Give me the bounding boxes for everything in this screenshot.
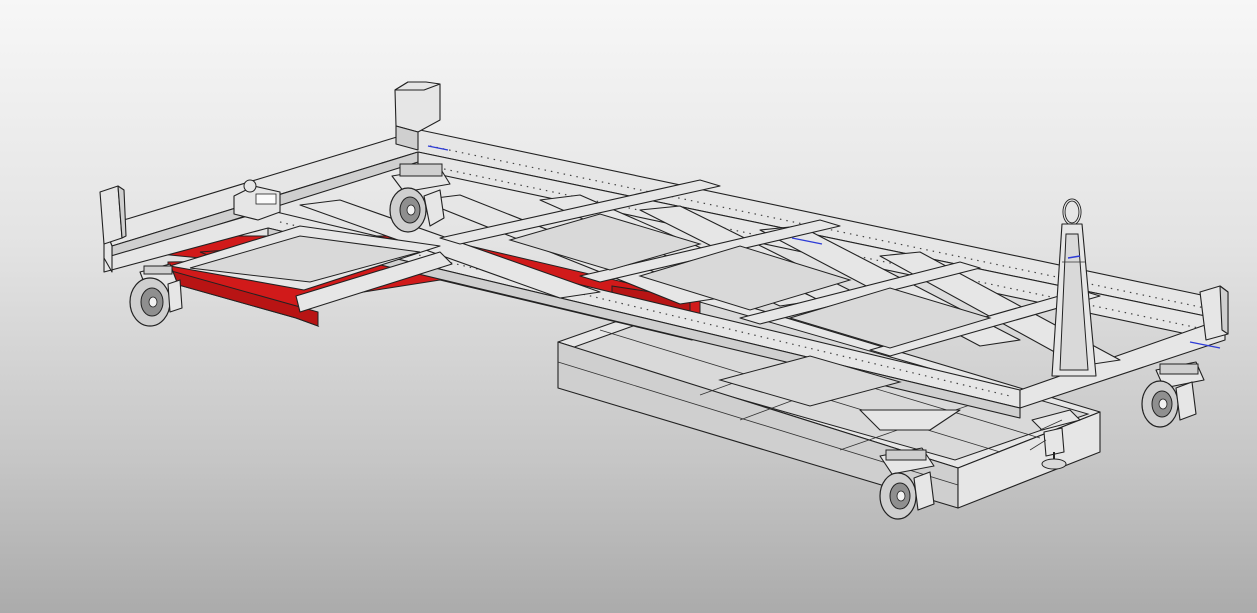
leveling-jack[interactable] (1029, 409, 1081, 470)
lifting-eye[interactable] (1051, 198, 1097, 377)
main-top-frame[interactable] (103, 129, 1226, 419)
panel-2 (638, 245, 852, 311)
hitch-block (233, 179, 281, 221)
caster-front-left[interactable] (129, 263, 183, 327)
corner-post-rear-center (394, 81, 441, 151)
caster-front-right[interactable] (1141, 361, 1205, 428)
panel-1 (508, 213, 702, 271)
caster-front-center[interactable] (879, 447, 935, 520)
corner-posts[interactable] (99, 81, 1229, 341)
panel-3 (788, 287, 992, 349)
jack-bracket (859, 409, 961, 431)
corner-post-front-right (1199, 285, 1229, 341)
panel-4 (718, 355, 902, 407)
corner-post-rear-left (99, 185, 127, 245)
caster-rear-center[interactable] (389, 163, 451, 233)
